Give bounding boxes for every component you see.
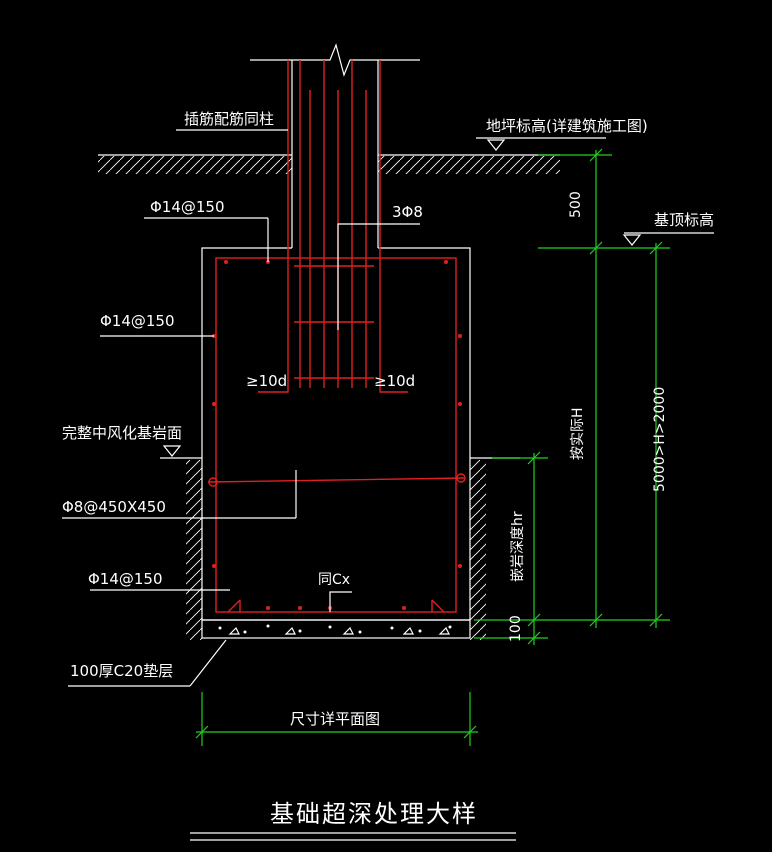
dim-100-label: 100 — [508, 615, 524, 642]
column-outline — [250, 43, 420, 248]
dimension-lines — [195, 148, 670, 746]
cushion-layer — [201, 619, 471, 639]
actual-depth-label: 按实际H — [570, 407, 586, 460]
foundation-outline — [201, 247, 471, 621]
stirrups-label: 3Φ8 — [392, 203, 423, 221]
dim-500-label: 500 — [568, 191, 584, 218]
leader-lines — [62, 129, 714, 687]
ground-surface — [98, 154, 560, 174]
foundation-top-elevation-label: 基顶标高 — [654, 211, 714, 229]
side-bar-spacing-label: Φ14@150 — [100, 312, 175, 330]
title-text: 基础超深处理大样 — [270, 800, 478, 828]
column-rebar-label: 插筋配筋同柱 — [184, 110, 274, 128]
anchor-right-label: ≥10d — [374, 372, 415, 390]
cushion-label: 100厚C20垫层 — [70, 662, 173, 680]
anchor-left-label: ≥10d — [246, 372, 287, 390]
rock-surface — [160, 457, 520, 640]
rock-surface-label: 完整中风化基岩面 — [62, 424, 182, 442]
depth-range-label: 5000>H>2000 — [652, 387, 668, 492]
column-dowels — [258, 60, 408, 393]
top-bar-spacing-label: Φ14@150 — [150, 198, 225, 216]
ground-elevation-label: 地坪标高(详建筑施工图) — [486, 117, 648, 135]
tie-bar-label: Φ8@450X450 — [62, 498, 166, 516]
size-note-label: 尺寸详平面图 — [290, 710, 380, 728]
drawing-title: 基础超深处理大样 — [190, 800, 516, 841]
bottom-bar-spacing-label: Φ14@150 — [88, 570, 163, 588]
same-as-cx-label: 同Cx — [318, 572, 350, 588]
embed-depth-label: 嵌岩深度hr — [510, 511, 526, 582]
rebar-cage — [207, 257, 466, 613]
